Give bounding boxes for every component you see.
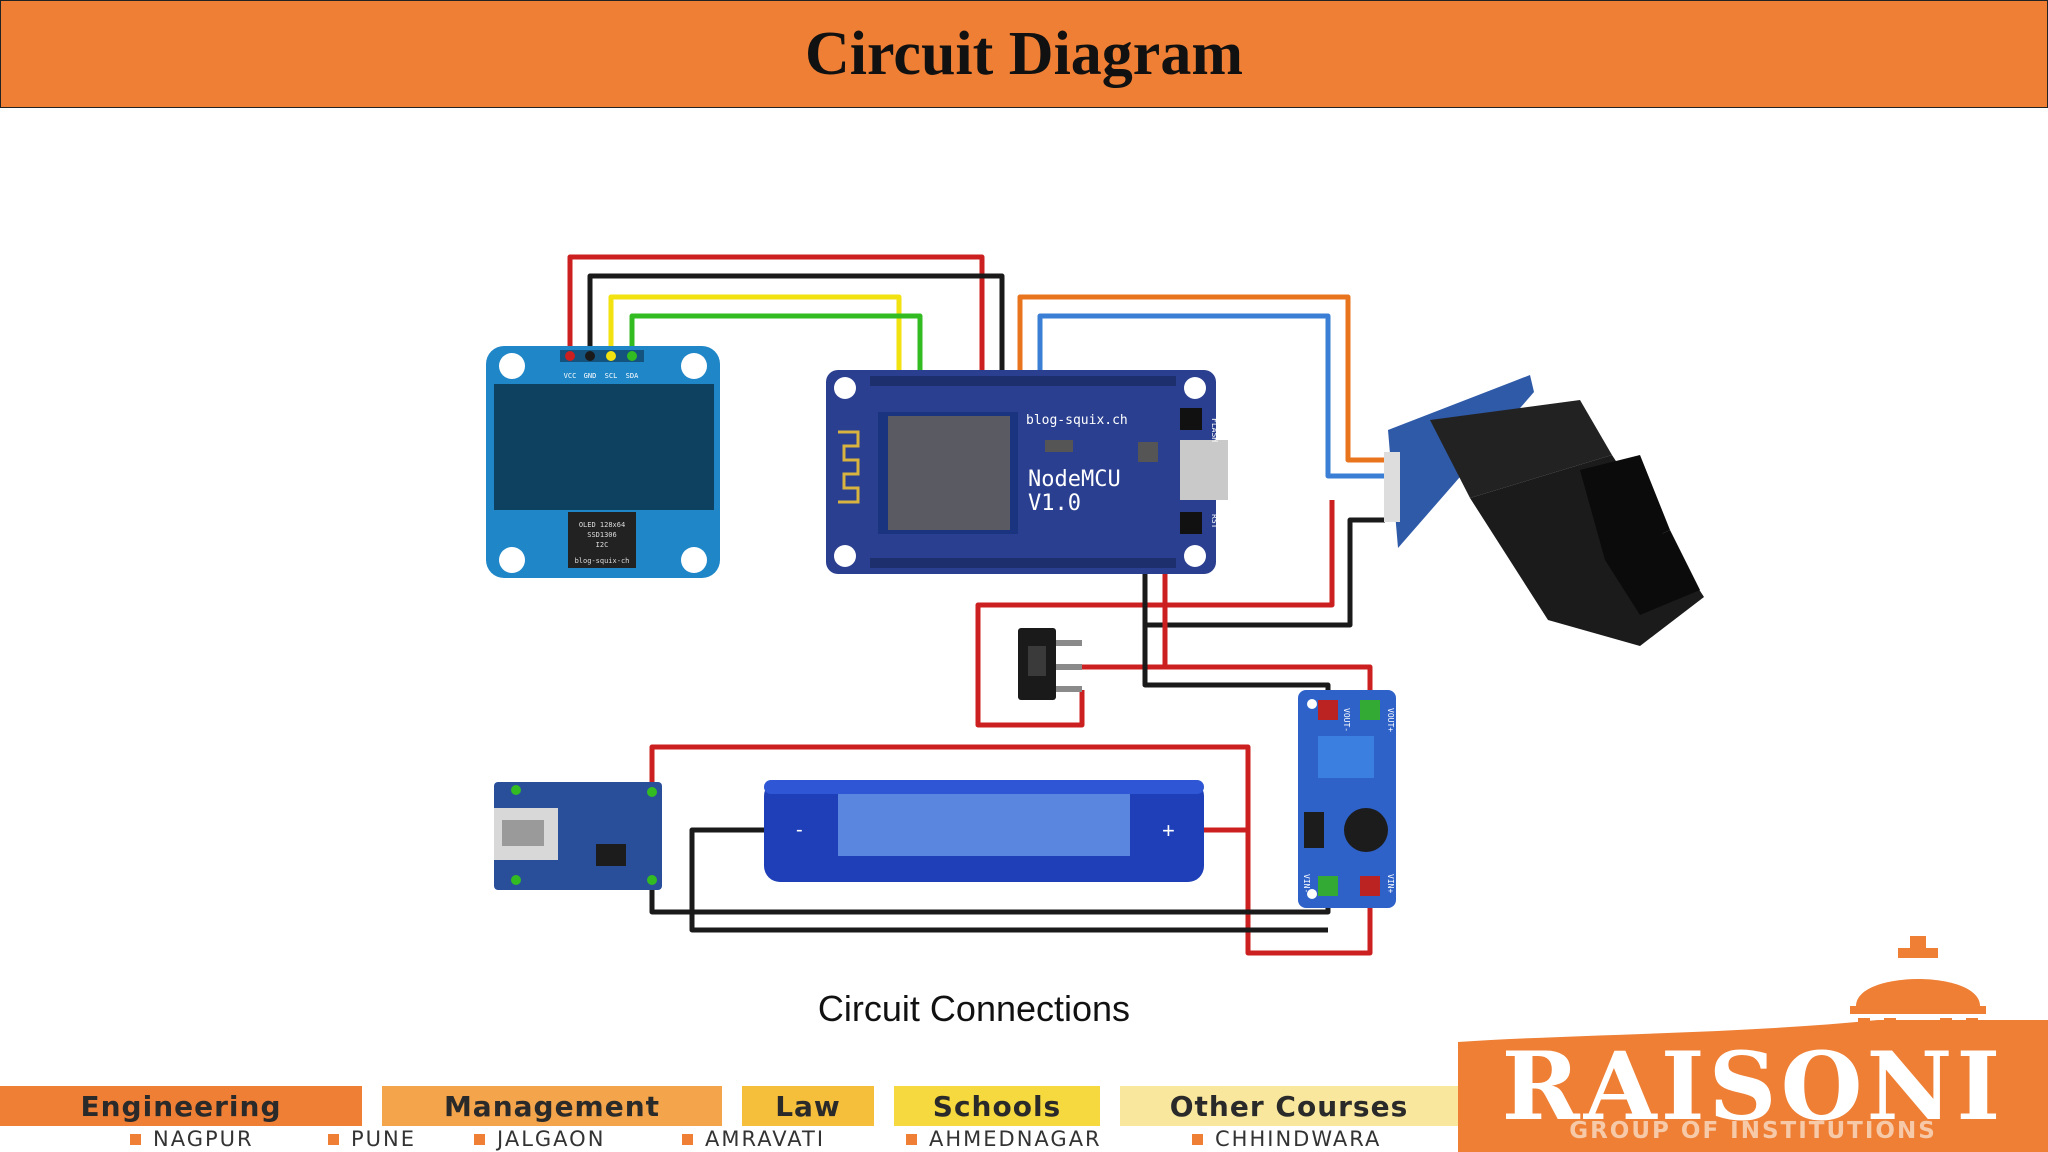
diagram-caption: Circuit Connections xyxy=(817,988,1131,1029)
boost-converter: VOUT- VOUT+ VIN- VIN+ xyxy=(1298,690,1396,908)
wire-fp-vcc xyxy=(975,500,1335,728)
bullet-square-icon xyxy=(906,1133,917,1145)
booster-vin-plus-label: VIN+ xyxy=(1386,874,1395,893)
fingerprint-window xyxy=(1580,455,1670,560)
micro-usb-port xyxy=(1180,440,1228,500)
city-jalgaon: JALGAON xyxy=(474,1126,605,1152)
oled-pin-gnd-label: GND xyxy=(584,372,597,380)
category-law[interactable]: Law xyxy=(742,1086,874,1126)
charger-module xyxy=(494,782,662,890)
page-title: Circuit Diagram xyxy=(805,19,1243,88)
booster-vout-plus-label: VOUT+ xyxy=(1386,708,1395,732)
bullet-square-icon xyxy=(682,1133,693,1145)
esp-module-shield xyxy=(888,416,1010,530)
flash-button xyxy=(1180,408,1202,430)
category-engineering[interactable]: Engineering xyxy=(0,1086,362,1126)
battery-label-area xyxy=(838,786,1130,856)
city-chhindwara: CHHINDWARA xyxy=(1192,1126,1381,1152)
booster-vin-minus-label: VIN- xyxy=(1302,874,1311,893)
wire-charger-minus xyxy=(649,880,1331,915)
oled-display: VCC GND SCL SDA OLED 128x64 SSD1306 I2C … xyxy=(486,346,720,578)
oled-credit: blog-squix-ch xyxy=(575,557,630,565)
wire-fp-gnd xyxy=(1142,517,1385,628)
booster-vout-minus-label: VOUT- xyxy=(1342,708,1351,732)
city-amravati: AMRAVATI xyxy=(682,1126,825,1152)
oled-chip-label-2: SSD1306 xyxy=(587,531,617,539)
battery: - + xyxy=(764,780,1204,882)
oled-chip-label-3: I2C xyxy=(596,541,609,549)
rst-button xyxy=(1180,512,1202,534)
wire-battery-minus xyxy=(689,827,1328,933)
brand-name: RAISONI xyxy=(1501,1032,2005,1142)
brand-subtitle: GROUP OF INSTITUTIONS xyxy=(1569,1118,1937,1144)
bullet-square-icon xyxy=(474,1133,485,1145)
wire-oled-vcc xyxy=(567,254,985,376)
category-other-courses[interactable]: Other Courses xyxy=(1120,1086,1458,1126)
nodemcu-top-pins xyxy=(870,376,1176,386)
wire-oled-sda xyxy=(629,313,923,376)
city-pune: PUNE xyxy=(328,1126,416,1152)
wire-fp-tx xyxy=(1017,294,1385,463)
battery-minus-terminal: - xyxy=(796,819,803,841)
category-management[interactable]: Management xyxy=(382,1086,722,1126)
oled-screen xyxy=(494,384,714,510)
rst-label: RST xyxy=(1210,514,1219,529)
wire-oled-scl xyxy=(608,294,902,376)
city-nagpur: NAGPUR xyxy=(130,1126,254,1152)
battery-plus-terminal: + xyxy=(1162,818,1175,843)
trim-potentiometer xyxy=(1318,736,1374,778)
city-ahmednagar: AHMEDNAGAR xyxy=(906,1126,1102,1152)
wire-fp-rx xyxy=(1037,313,1385,479)
oled-chip-label-1: OLED 128x64 xyxy=(579,521,625,529)
wires xyxy=(567,254,1385,956)
oled-pin-vcc-label: VCC xyxy=(564,372,577,380)
slide-switch xyxy=(1018,628,1082,700)
wifi-antenna-icon xyxy=(838,430,860,504)
wire-oled-gnd xyxy=(587,273,1005,376)
nodemcu-credit: blog-squix.ch xyxy=(1026,413,1128,428)
nodemcu-bottom-pins xyxy=(870,558,1176,568)
fingerprint-sensor xyxy=(1384,375,1704,646)
oled-pin-header xyxy=(560,350,644,362)
oled-pin-scl-label: SCL xyxy=(605,372,618,380)
nodemcu-board: blog-squix.ch NodeMCU V1.0 FLASH RST xyxy=(826,370,1228,574)
bullet-square-icon xyxy=(1192,1133,1203,1145)
category-schools[interactable]: Schools xyxy=(894,1086,1100,1126)
wire-charger-plus xyxy=(649,744,1373,956)
inductor xyxy=(1344,808,1388,852)
nodemcu-version: V1.0 xyxy=(1028,491,1081,516)
flash-label: FLASH xyxy=(1210,418,1219,442)
bullet-square-icon xyxy=(328,1133,339,1145)
header-bar: Circuit Diagram xyxy=(0,0,2048,108)
nodemcu-name: NodeMCU xyxy=(1028,467,1121,492)
oled-pin-sda-label: SDA xyxy=(626,372,639,380)
bullet-square-icon xyxy=(130,1133,141,1145)
dome-building-icon xyxy=(1850,936,1986,1048)
wire-vin-switch xyxy=(1082,565,1168,670)
raisoni-logo xyxy=(1458,936,2048,1152)
